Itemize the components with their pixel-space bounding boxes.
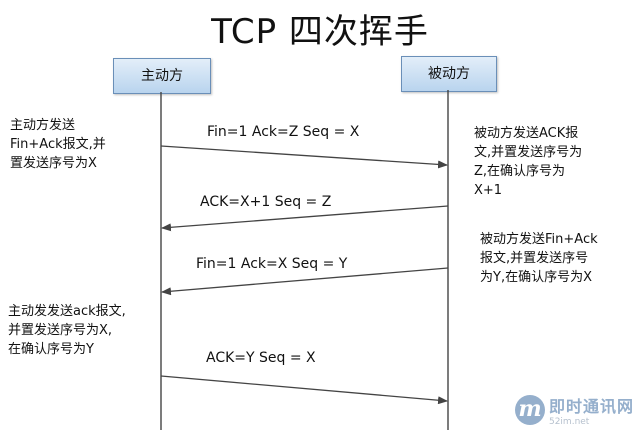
note-line: 被动方发送Fin+Ack [480, 232, 598, 247]
actor-active-side: 主动方 [113, 58, 211, 94]
actor-passive-side: 被动方 [401, 56, 497, 92]
message-label-1: Fin=1 Ack=Z Seq = X [207, 124, 360, 140]
message-label-4: ACK=Y Seq = X [206, 350, 316, 366]
note-line: 主动发发送ack报文, [8, 304, 126, 319]
note-line: 在确认序号为Y [8, 342, 94, 357]
message-label-2: ACK=X+1 Seq = Z [200, 194, 332, 210]
note-line: 主动方发送 [10, 118, 76, 133]
note-line: 被动方发送ACK报 [474, 126, 579, 141]
note-active-send-ack: 主动发发送ack报文, 并置发送序号为X, 在确认序号为Y [8, 302, 126, 359]
watermark-name: 即时通讯网 [548, 397, 634, 416]
diagram-title: TCP 四次挥手 [211, 12, 429, 52]
note-line: 置发送序号为X [10, 156, 97, 171]
note-passive-send-fin: 被动方发送Fin+Ack 报文,并置发送序号 为Y,在确认序号为X [480, 230, 598, 287]
watermark: m 即时通讯网 52im.net [514, 393, 634, 427]
note-line: 文,并置发送序号为 [474, 145, 583, 160]
note-active-send-fin: 主动方发送 Fin+Ack报文,并 置发送序号为X [10, 116, 106, 173]
message-arrow-3 [161, 267, 449, 296]
message-arrow-2 [161, 205, 449, 232]
message-arrow-4 [160, 375, 448, 405]
note-line: 为Y,在确认序号为X [480, 270, 592, 285]
message-label-3: Fin=1 Ack=X Seq = Y [196, 256, 348, 272]
watermark-logo-icon: m [514, 395, 545, 425]
watermark-url: 52im.net [548, 417, 590, 427]
note-line: Fin+Ack报文,并 [10, 137, 106, 152]
note-line: Z,在确认序号为 [474, 164, 566, 179]
note-line: 报文,并置发送序号 [480, 251, 589, 266]
note-line: X+1 [474, 183, 503, 198]
note-line: 并置发送序号为X, [8, 323, 113, 338]
note-passive-send-ack: 被动方发送ACK报 文,并置发送序号为 Z,在确认序号为 X+1 [474, 124, 582, 200]
message-arrow-1 [160, 145, 448, 169]
